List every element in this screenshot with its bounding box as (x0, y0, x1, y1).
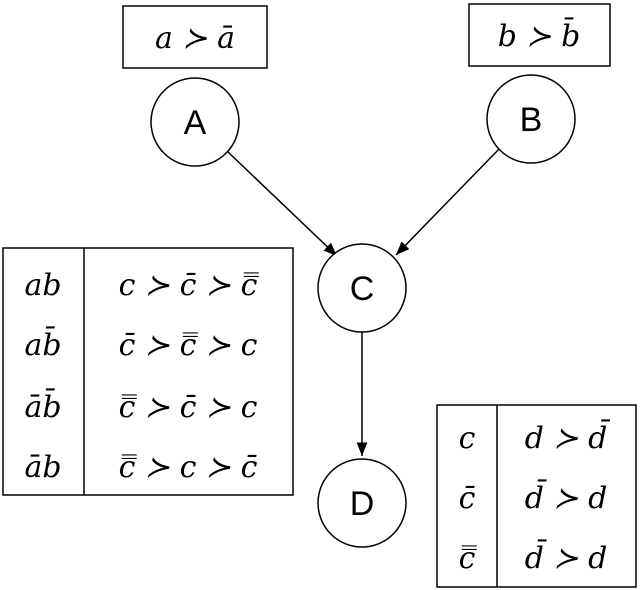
cpt-c-pref-4: c̿ ≻ c ≻ c̄ (119, 450, 258, 485)
pref-b-text: b ≻ b̄ (498, 16, 581, 54)
cpt-c-pref-2: c̄ ≻ c̿ ≻ c (119, 328, 258, 363)
cpt-d-cond-1: c (459, 421, 476, 456)
cpt-c-cond-3: āb̄ (24, 387, 61, 425)
cpt-c-cond-4: āb (24, 450, 61, 485)
node-b (486, 74, 576, 164)
edge-a-to-c (227, 151, 338, 257)
cpt-d-cond-2: c̄ (459, 481, 476, 516)
cpt-c-pref-1: c ≻ c̄ ≻ c̿ (119, 268, 259, 303)
cpt-d-pref-3: d̄ ≻ d (525, 538, 608, 576)
node-d-label: D (350, 485, 375, 523)
node-d (317, 458, 407, 548)
cpt-d-pref-1: d ≻ d̄ (525, 418, 611, 456)
node-a (150, 77, 240, 167)
pref-a-text: a ≻ ā (155, 21, 235, 56)
node-b-label: B (520, 101, 543, 139)
edge-b-to-c (395, 147, 501, 256)
node-c (317, 243, 407, 333)
cpt-c-cond-1: ab (24, 268, 61, 303)
cpt-d-table (436, 404, 637, 588)
cpt-c-cond-2: ab̄ (24, 325, 61, 363)
node-c-label: C (350, 270, 375, 308)
cpt-c-table (2, 247, 294, 496)
cpt-d-pref-2: d̄ ≻ d (525, 478, 608, 516)
cpt-d-cond-3: c̿ (459, 541, 477, 576)
pref-box-a (122, 5, 268, 69)
pref-box-b (468, 3, 611, 67)
cpt-c-pref-3: c̿ ≻ c̄ ≻ c (119, 390, 258, 425)
node-a-label: A (184, 104, 207, 142)
